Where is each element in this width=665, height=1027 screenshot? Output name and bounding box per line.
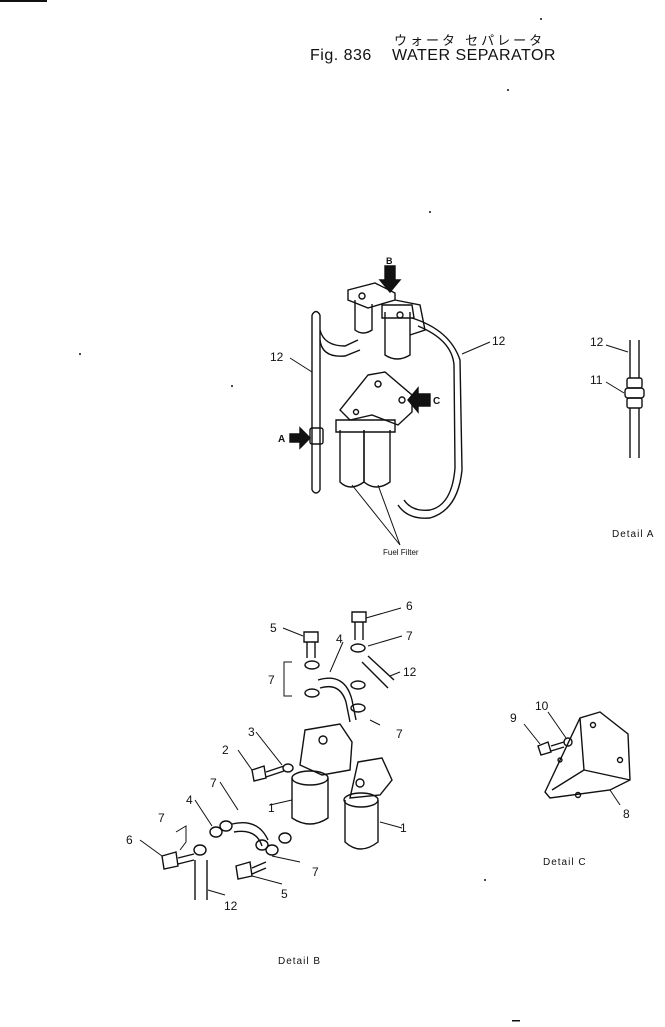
detail-b-callout-3: 3 (248, 725, 255, 739)
detail-b-callout-1-left: 1 (268, 801, 275, 815)
detail-b-callout-7-far: 7 (158, 811, 165, 825)
detail-b-callout-4-low: 4 (186, 793, 193, 807)
callout-12-right: 12 (492, 334, 506, 348)
detail-b-callout-7-left: 7 (268, 673, 275, 687)
corner-rule (0, 0, 47, 2)
detail-a-view (605, 340, 645, 458)
detail-b-callout-12-bot: 12 (224, 899, 238, 913)
detail-c-caption: Detail C (543, 857, 587, 868)
detail-b-view (139, 607, 403, 900)
detail-b-callout-4-top: 4 (336, 632, 343, 646)
detail-c-view (523, 711, 631, 806)
detail-b-callout-12-top: 12 (403, 665, 417, 679)
detail-b-caption: Detail B (278, 956, 321, 967)
callout-12-left: 12 (270, 350, 284, 364)
detail-b-callout-5-top: 5 (270, 621, 277, 635)
figure-number: Fig. 836 (310, 47, 372, 64)
detail-c-callout-10: 10 (535, 699, 549, 713)
detail-b-callout-7-top: 7 (406, 629, 413, 643)
detail-b-callout-7-mid: 7 (396, 727, 403, 741)
japanese-title: ウォータ セパレータ (394, 34, 546, 49)
detail-a-caption: Detail A (612, 529, 654, 540)
detail-a-callout-12: 12 (590, 335, 604, 349)
arrow-label-b: B (386, 256, 393, 266)
fuel-filter-label: Fuel Filter (383, 548, 419, 557)
detail-c-callout-9: 9 (510, 711, 517, 725)
detail-b-callout-7-low: 7 (210, 776, 217, 790)
detail-b-callout-5-bot: 5 (281, 887, 288, 901)
detail-b-callout-7-bot: 7 (312, 865, 319, 879)
figure-title: WATER SEPARATOR (392, 47, 556, 64)
detail-b-callout-6-low: 6 (126, 833, 133, 847)
arrow-label-a: A (278, 434, 285, 445)
main-assembly-view (289, 265, 491, 546)
detail-b-callout-2: 2 (222, 743, 229, 757)
scan-specks (79, 18, 542, 1022)
detail-b-callout-6-top: 6 (406, 599, 413, 613)
detail-a-callout-11: 11 (590, 373, 603, 387)
detail-b-callout-1-right: 1 (400, 821, 407, 835)
detail-c-callout-8: 8 (623, 807, 630, 821)
arrow-label-c: C (433, 396, 440, 407)
